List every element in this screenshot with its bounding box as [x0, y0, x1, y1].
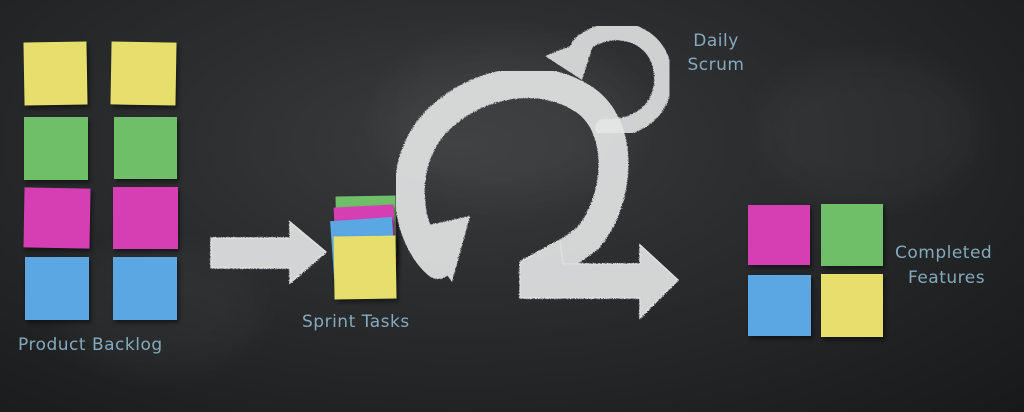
product-backlog-label: Product Backlog	[18, 335, 163, 355]
backlog-note	[113, 187, 178, 249]
backlog-note	[113, 257, 177, 320]
completed-note	[821, 204, 883, 266]
daily-scrum-label-line1: Daily	[693, 31, 739, 51]
backlog-note	[25, 257, 89, 320]
daily-scrum-arrow	[545, 22, 673, 138]
sprint-cycle-arrow	[394, 68, 680, 320]
backlog-note	[114, 117, 177, 179]
backlog-to-sprint-arrow	[210, 220, 328, 285]
completed-note	[748, 275, 811, 336]
backlog-note	[24, 117, 88, 180]
daily-scrum-label-line2: Scrum	[687, 55, 745, 75]
completed-note	[748, 205, 810, 265]
completed-features-label-line2: Features	[908, 268, 986, 288]
sprint-tasks-label: Sprint Tasks	[302, 312, 410, 332]
completed-note	[821, 274, 883, 337]
completed-features-label-line1: Completed	[895, 243, 993, 263]
